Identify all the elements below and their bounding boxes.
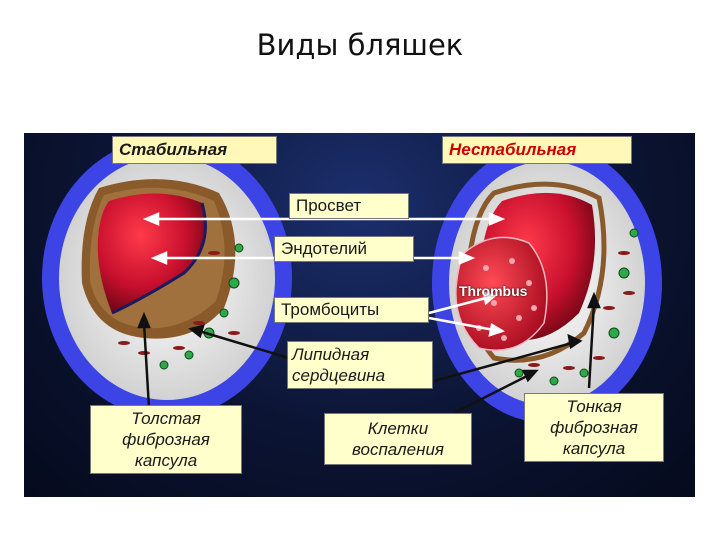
- thick-fibrous-cap-label: Толстая фиброзная капсула: [90, 405, 242, 474]
- plaque-diagram-panel: Стабильная Нестабильная Просвет Эндотели…: [24, 133, 695, 497]
- unstable-label: Нестабильная: [442, 136, 632, 164]
- platelets-label: Тромбоциты: [274, 297, 429, 323]
- lumen-label: Просвет: [289, 193, 409, 219]
- inflammatory-cells-label: Клетки воспаления: [324, 413, 472, 465]
- endothelium-label: Эндотелий: [274, 236, 414, 262]
- lipid-core-label: Липидная сердцевина: [287, 341, 433, 389]
- slide-title: Виды бляшек: [256, 28, 464, 62]
- stable-label: Стабильная: [112, 136, 277, 164]
- thin-fibrous-cap-label: Тонкая фиброзная капсула: [524, 393, 664, 462]
- plaque-illustration: [42, 138, 662, 423]
- stable-plaque-vessel: [42, 138, 292, 418]
- thrombus-label: Thrombus: [459, 283, 528, 299]
- dark-leader-arrows: [137, 291, 601, 415]
